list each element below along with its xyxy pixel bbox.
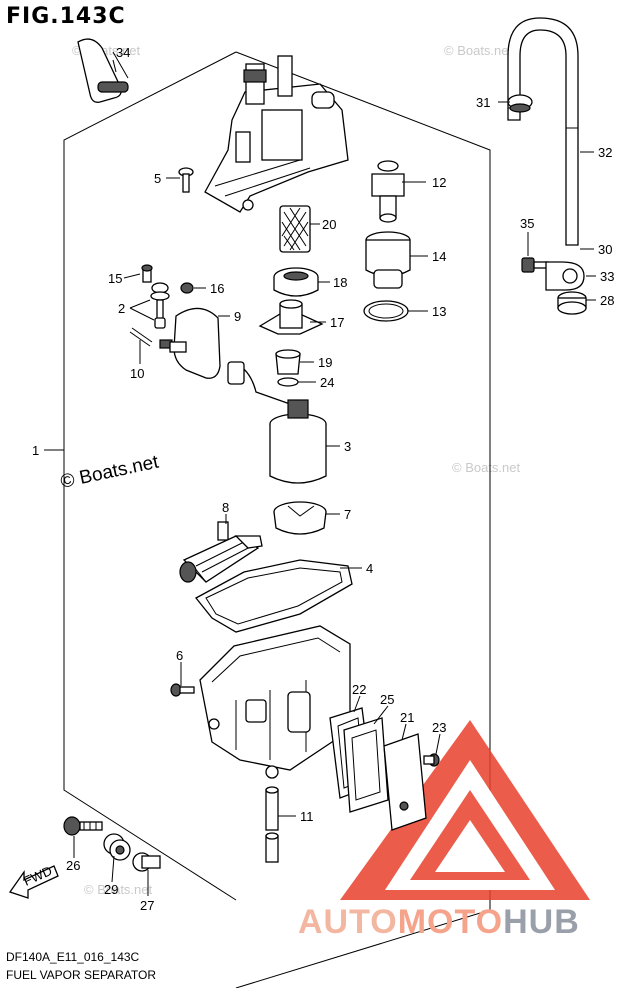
part-9-cover [173,307,221,379]
part-27-plug [132,852,161,872]
callout-1: 1 [32,443,39,458]
callout-2: 2 [118,301,125,316]
callout-26: 26 [66,858,80,873]
callout-20: 20 [322,217,336,232]
brand-part-auto: AUTO [298,903,398,941]
part-6-screw [170,683,195,697]
separator-cover [204,55,349,213]
callout-28: 28 [600,293,614,308]
fwd-arrow-icon: FWD [8,863,59,899]
part-25-plate [343,717,389,813]
part-4-gasket [195,559,353,633]
watermark-3: © Boats.net [452,460,521,475]
callout-21: 21 [400,710,414,725]
callout-12: 12 [432,175,446,190]
part-28-grommet [557,291,587,315]
part-29-washer [103,833,131,861]
part-21-plate [383,733,427,831]
part-24-o-ring [277,377,299,387]
assembly-outline-left [63,51,237,901]
callout-25: 25 [380,692,394,707]
watermark-4: © Boats.net [84,882,153,897]
part-10-harness [129,327,187,353]
part-3-fuel-pump [227,361,327,484]
leader-lines [44,59,596,896]
part-34-clip [77,38,129,103]
callout-30: 30 [598,242,612,257]
part-16-nut [180,282,194,294]
callout-9: 9 [234,309,241,324]
callout-33: 33 [600,269,614,284]
part-2-valve [150,282,170,329]
part-12-regulator [371,160,405,223]
callout-8: 8 [222,500,229,515]
callout-34: 34 [116,45,130,60]
callout-7: 7 [344,507,351,522]
part-26-bolt [63,816,103,836]
part-33-bracket [545,261,585,291]
callout-19: 19 [318,355,332,370]
callout-numbers: 34 31 32 5 12 20 14 35 30 15 16 18 33 2 … [32,45,614,913]
part-11-pipe [265,786,279,863]
callout-22: 22 [352,682,366,697]
figure-title: FIG.143C [6,4,126,29]
watermark-main: © Boats.net [59,452,161,493]
callout-10: 10 [130,366,144,381]
callout-31: 31 [476,95,490,110]
callout-23: 23 [432,720,446,735]
callout-11: 11 [300,809,314,824]
part-23-screw [423,753,440,767]
automotohub-brand: AUTOMOTOHUB [298,903,580,942]
callout-6: 6 [176,648,183,663]
callout-27: 27 [140,898,154,913]
callout-13: 13 [432,304,446,319]
callout-4: 4 [366,561,373,576]
automotohub-logo-triangle [340,720,590,900]
diagram-name: FUEL VAPOR SEPARATOR [6,968,157,982]
callout-17: 17 [330,315,344,330]
brand-part-hub: HUB [503,903,580,941]
part-14-cap [365,231,411,289]
part-15-screw [141,264,153,283]
part-13-o-ring-inner [368,303,404,319]
part-7-damper [273,501,327,535]
callout-29: 29 [104,882,118,897]
assembly-outline-right [235,51,491,988]
callout-5: 5 [154,171,161,186]
watermark-2: © Boats.net [444,43,513,58]
part-8-strainer [179,521,263,583]
callout-3: 3 [344,439,351,454]
part-5-screw [178,167,194,193]
part-19-seal [275,349,301,375]
part-17-holder [258,299,324,335]
callout-35: 35 [520,216,534,231]
callout-24: 24 [320,375,334,390]
part-31-clamp [507,94,533,113]
callout-14: 14 [432,249,446,264]
callout-16: 16 [210,281,224,296]
callout-15: 15 [108,271,122,286]
callout-18: 18 [333,275,347,290]
float-chamber-body [199,625,351,779]
part-18-retainer [273,267,319,297]
diagram-code: DF140A_E11_016_143C [6,950,140,964]
part-35-bolt [521,257,549,273]
part-32-vent-hose [507,17,579,246]
callout-32: 32 [598,145,612,160]
part-20-filter [279,205,311,253]
brand-part-moto: MOTO [397,903,504,941]
